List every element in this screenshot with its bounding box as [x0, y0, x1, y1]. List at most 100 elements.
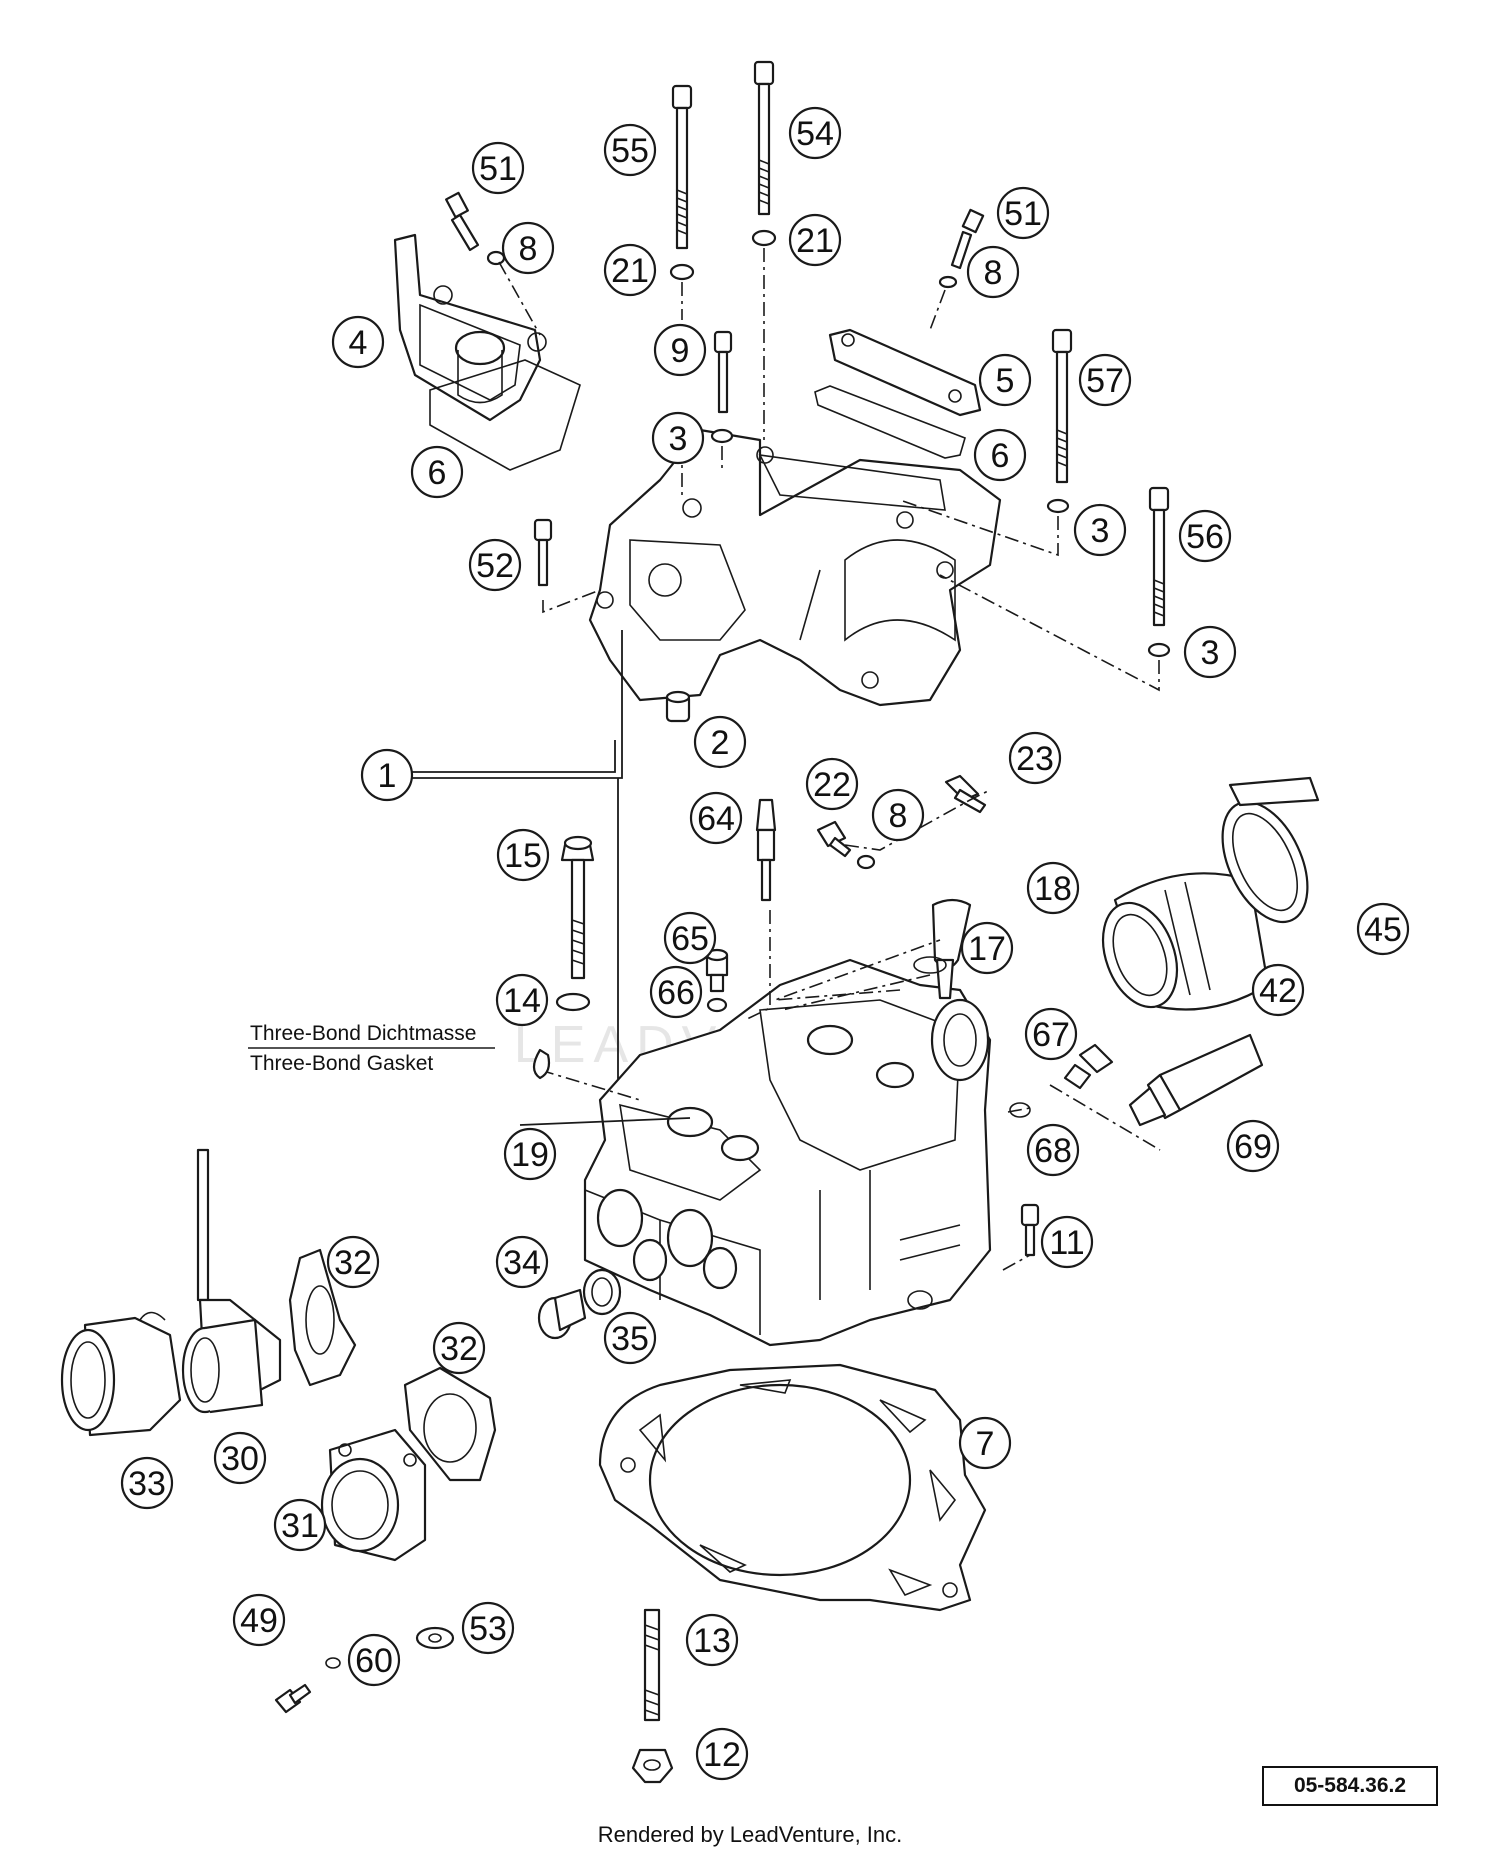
bolt-55 — [671, 84, 693, 250]
callout-number: 21 — [796, 222, 834, 260]
callout-number: 66 — [657, 974, 695, 1012]
callout-68: 68 — [1026, 1123, 1080, 1177]
callout-number: 21 — [611, 252, 649, 290]
intake-rubber-42 — [1101, 872, 1270, 1011]
stud-13 — [643, 1608, 661, 1722]
callout-circle — [1183, 625, 1237, 679]
callout-circle — [996, 186, 1050, 240]
callout-circle — [871, 788, 925, 842]
callout-circle — [693, 715, 747, 769]
callout-circle — [1078, 353, 1132, 407]
callout-number: 4 — [349, 324, 368, 362]
cover-plate — [828, 328, 982, 417]
callout-number: 64 — [697, 800, 735, 838]
callout-circle — [461, 1601, 515, 1655]
callout-9: 9 — [653, 323, 707, 377]
callout-number: 33 — [128, 1465, 166, 1503]
callout-circle — [960, 921, 1014, 975]
callout-circle — [432, 1321, 486, 1375]
bolt-49 — [274, 1683, 312, 1714]
callout-55: 55 — [603, 123, 657, 177]
callout-circle — [653, 323, 707, 377]
callout-circle — [213, 1431, 267, 1485]
bolt-11 — [1020, 1203, 1040, 1257]
callout-number: 3 — [669, 420, 688, 458]
washer-21-left — [669, 263, 695, 281]
intake-flange-30 — [181, 1148, 282, 1414]
callout-32: 32 — [432, 1321, 486, 1375]
callout-number: 32 — [334, 1244, 372, 1282]
sensor-64 — [755, 798, 777, 902]
callout-circle — [410, 445, 464, 499]
callout-14: 14 — [495, 973, 549, 1027]
callout-circle — [495, 1235, 549, 1289]
callout-number: 1 — [378, 757, 397, 795]
intake-manifold-33 — [60, 1311, 182, 1437]
callout-18: 18 — [1026, 861, 1080, 915]
callout-number: 65 — [671, 920, 709, 958]
callout-number: 54 — [796, 115, 834, 153]
callout-circle — [120, 1456, 174, 1510]
cylinder-head-cover — [588, 428, 1002, 707]
screw-22 — [816, 820, 852, 858]
callout-circle — [232, 1593, 286, 1647]
callout-54: 54 — [788, 106, 842, 160]
callout-49: 49 — [232, 1593, 286, 1647]
callout-11: 11 — [1040, 1215, 1094, 1269]
callout-number: 35 — [611, 1320, 649, 1358]
callout-circle — [1026, 861, 1080, 915]
callout-number: 15 — [504, 837, 542, 875]
callout-number: 3 — [1091, 512, 1110, 550]
callout-4: 4 — [331, 315, 385, 369]
callout-number: 69 — [1234, 1128, 1272, 1166]
callout-65: 65 — [663, 911, 717, 965]
callout-2: 2 — [693, 715, 747, 769]
cylinder-head — [583, 958, 992, 1347]
callout-number: 8 — [519, 230, 538, 268]
callout-number: 45 — [1364, 911, 1402, 949]
callout-57: 57 — [1078, 353, 1132, 407]
callout-circle — [1040, 1215, 1094, 1269]
sensor-23 — [944, 774, 987, 814]
callout-3: 3 — [1073, 503, 1127, 557]
callout-number: 19 — [511, 1136, 549, 1174]
callout-33: 33 — [120, 1456, 174, 1510]
washer-3-mid — [1046, 498, 1070, 514]
callout-number: 51 — [1004, 195, 1042, 233]
callout-12: 12 — [695, 1727, 749, 1781]
callout-circle — [1226, 1119, 1280, 1173]
callout-circle — [978, 353, 1032, 407]
callout-64: 64 — [689, 791, 743, 845]
callout-number: 67 — [1032, 1016, 1070, 1054]
callout-circle — [495, 973, 549, 1027]
gasket-32-upper — [288, 1248, 357, 1387]
callout-53: 53 — [461, 1601, 515, 1655]
callout-number: 51 — [479, 150, 517, 188]
callout-45: 45 — [1356, 902, 1410, 956]
callout-circle — [1073, 503, 1127, 557]
callout-circle — [649, 965, 703, 1019]
callout-circle — [603, 123, 657, 177]
breather-cover — [393, 233, 547, 422]
callout-circle — [360, 748, 414, 802]
cover-plate-gasket — [814, 385, 966, 459]
callout-51: 51 — [996, 186, 1050, 240]
callout-circle — [958, 1416, 1012, 1470]
callout-number: 30 — [221, 1440, 259, 1478]
callout-circle — [788, 213, 842, 267]
callout-number: 23 — [1016, 740, 1054, 778]
callout-circle — [966, 245, 1020, 299]
callout-3: 3 — [651, 411, 705, 465]
callout-number: 68 — [1034, 1132, 1072, 1170]
middle-lead-lines — [519, 789, 1161, 1271]
callout-circle — [1008, 731, 1062, 785]
callout-number: 34 — [503, 1244, 541, 1282]
bolt-15 — [560, 835, 595, 980]
callout-circle — [685, 1613, 739, 1667]
callout-circle — [973, 428, 1027, 482]
callout-circle — [603, 1311, 657, 1365]
washer-8-left — [486, 250, 506, 266]
callout-circle — [1178, 509, 1232, 563]
callout-8: 8 — [966, 245, 1020, 299]
callout-number: 60 — [355, 1642, 393, 1680]
